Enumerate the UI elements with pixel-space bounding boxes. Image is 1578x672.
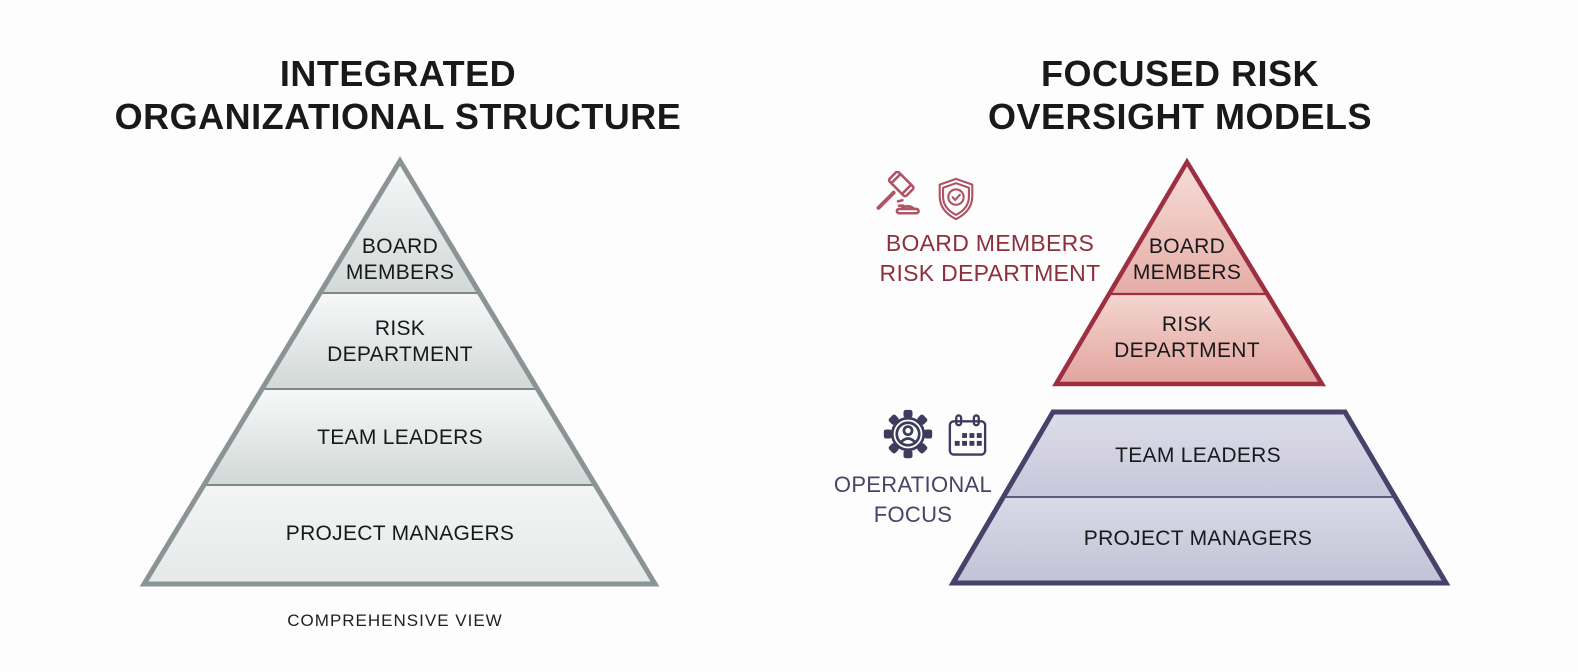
left-title-line-1: INTEGRATED (279, 53, 517, 94)
operational-band-1 (1003, 412, 1395, 497)
gavel-icon (872, 170, 924, 228)
left-title: INTEGRATED ORGANIZATIONAL STRUCTURE (98, 52, 698, 138)
left-pyramid-band-3 (204, 389, 596, 485)
oversight-annotation: BOARD MEMBERS RISK DEPARTMENT (858, 228, 1122, 288)
left-caption: COMPREHENSIVE VIEW (287, 611, 503, 630)
oversight-icon-group (872, 170, 979, 228)
operational-level-team-leaders: TEAM LEADERS (1115, 444, 1281, 467)
left-pyramid-shape (139, 156, 660, 587)
operational-icon-group (881, 407, 991, 466)
operational-band-2 (953, 497, 1446, 583)
left-level-project-managers: PROJECT MANAGERS (285, 522, 515, 545)
shield-check-icon (933, 175, 979, 228)
oversight-triangle-outline (1052, 157, 1327, 387)
right-title-line-1: FOCUSED RISK (1040, 53, 1320, 94)
operational-annotation: OPERATIONAL FOCUS (833, 472, 993, 527)
left-pyramid-band-1 (320, 161, 480, 293)
oversight-level-risk-department: RISK DEPARTMENT (1114, 313, 1260, 362)
operational-trapezoid-shape (948, 409, 1451, 586)
right-title-line-2: OVERSIGHT MODELS (987, 96, 1373, 137)
calendar-icon (944, 411, 991, 466)
oversight-annotation-line-1: BOARD MEMBERS (885, 230, 1095, 256)
gear-user-icon (881, 407, 935, 466)
oversight-level-board-members: BOARD MEMBERS (1132, 235, 1242, 284)
oversight-annotation-line-2: RISK DEPARTMENT (879, 260, 1101, 286)
operational-trapezoid-outline (948, 409, 1451, 586)
oversight-band-1 (1109, 162, 1267, 294)
left-level-risk-department: RISK DEPARTMENT (327, 317, 473, 366)
left-pyramid-band-2 (262, 293, 538, 389)
right-title: FOCUSED RISK OVERSIGHT MODELS (880, 52, 1480, 138)
left-pyramid-band-4 (144, 485, 655, 584)
left-title-line-2: ORGANIZATIONAL STRUCTURE (114, 96, 682, 137)
left-pyramid-outline (139, 156, 660, 587)
oversight-triangle-shape (1052, 157, 1327, 387)
oversight-band-2 (1056, 294, 1322, 384)
left-level-team-leaders: TEAM LEADERS (317, 426, 483, 449)
operational-level-project-managers: PROJECT MANAGERS (1083, 527, 1313, 550)
left-level-board-members: BOARD MEMBERS (345, 235, 455, 284)
